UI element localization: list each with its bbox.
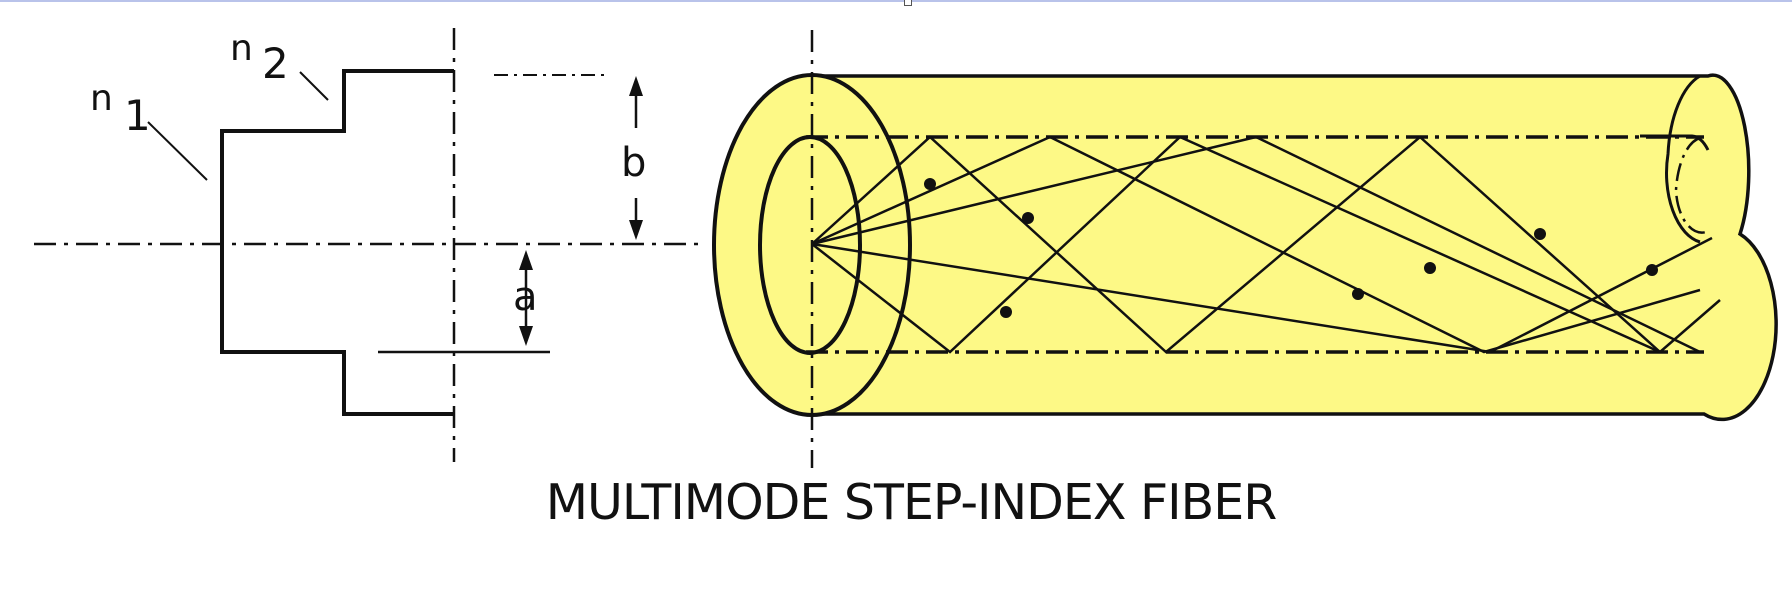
n1-label-base: n [90,78,113,119]
n2-leader-line [299,71,329,101]
light-ray-paths [811,135,1721,354]
core-front-face [758,135,862,355]
b-dimension-label: b [621,140,646,186]
ray-mode-3 [811,135,1721,354]
dimension-arrowheads [519,76,643,346]
a-arrowhead-up-icon [519,250,533,270]
n1-label-subscript: 1 [124,91,151,140]
a-arrowhead-down-icon [519,326,533,346]
far-end-core-ring [1674,136,1707,234]
ray-arrow-icon [1000,306,1012,318]
ray-arrow-icon [1022,212,1034,224]
ray-arrow-icon [1534,228,1546,240]
cladding-body [810,73,1778,422]
ray-mode-1 [811,135,1661,354]
index-profile [34,28,700,462]
b-arrowhead-up-icon [629,76,643,96]
diagram-caption: MULTIMODE STEP-INDEX FIBER [545,474,1278,531]
resize-handle-icon[interactable] [904,0,912,6]
far-end-cladding-ring [1665,74,1701,244]
n2-label-subscript: 2 [262,39,289,88]
ray-direction-markers [924,178,1658,318]
ray-arrow-icon [1646,264,1658,276]
step-index-profile-line [220,69,454,416]
n2-label-base: n [230,28,253,69]
ray-arrow-icon [1352,288,1364,300]
window-top-border [0,0,1792,2]
ray-arrow-icon [924,178,936,190]
fiber-cylinder [712,30,1778,468]
n1-leader-line [147,121,208,181]
a-dimension-label: a [513,274,538,320]
ray-mode-5 [811,236,1713,354]
b-arrowhead-down-icon [629,220,643,240]
ray-mode-4 [811,135,1701,354]
ray-arrow-icon [1424,262,1436,274]
